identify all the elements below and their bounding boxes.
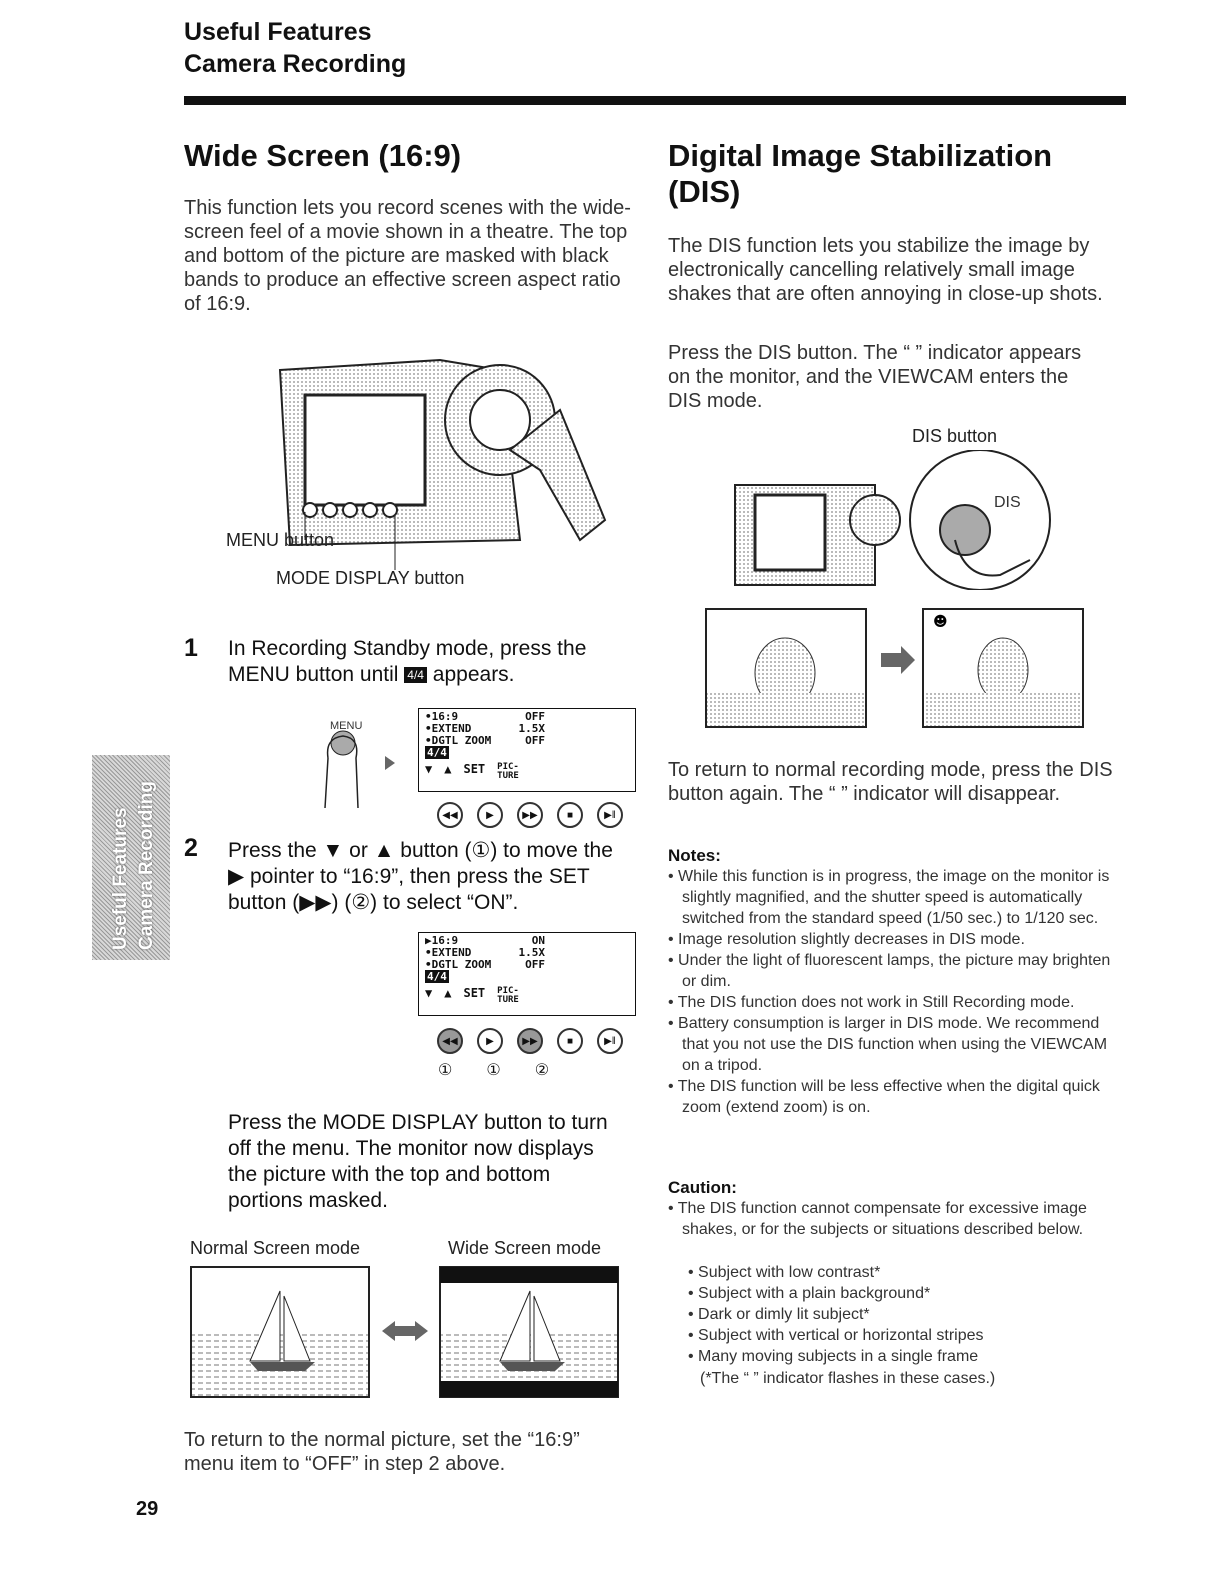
caution-footnote: (*The “ ” indicator flashes in these cas… (700, 1370, 996, 1387)
rewind-icon: ◀◀ (437, 802, 463, 828)
fast-forward-icon: ▶▶ (517, 802, 543, 828)
screen-mode-comparison (190, 1266, 619, 1398)
page-number: 29 (136, 1498, 159, 1520)
caution-sublist: Subject with low contrast* Subject with … (688, 1262, 1118, 1367)
dis-title: Digital Image Stabilization (DIS) (668, 138, 1053, 209)
notes-list: While this function is in progress, the … (668, 866, 1124, 1118)
lcd2-row3-label: •DGTL ZOOM (425, 958, 492, 971)
control-buttons-1: ◀◀ ▶ ▶▶ ■ ▶‖ (437, 802, 623, 828)
mode-display-instruction: Press the MODE DISPLAY button to turn of… (228, 1111, 608, 1212)
stop-icon: ■ (557, 802, 583, 828)
finger-labels: ① ① ② (438, 1060, 549, 1080)
dis-comparison-pictures: ☻ (705, 608, 1084, 728)
caution-item: The DIS function cannot compensate for e… (668, 1198, 1124, 1240)
subsection-title: Camera Recording (184, 50, 407, 78)
note-item: While this function is in progress, the … (668, 866, 1124, 929)
lcd1-row2-label: •EXTEND (425, 722, 472, 735)
side-tab-line2: Camera Recording (136, 781, 157, 950)
wide-screen-intro: This function lets you record scenes wit… (184, 197, 631, 315)
caution-subitem: Dark or dimly lit subject* (688, 1304, 1118, 1325)
dis-camcorder-illustration (734, 450, 1051, 590)
lcd2-pic1: PIC- (497, 986, 519, 996)
normal-screen-picture (190, 1266, 370, 1398)
finger-label-3: ② (534, 1062, 550, 1079)
double-arrow-icon (382, 1321, 428, 1341)
lcd2-set: SET (463, 986, 486, 1000)
lcd1-row3-label: •DGTL ZOOM (425, 734, 492, 747)
dis-return-text: To return to normal recording mode, pres… (668, 759, 1113, 805)
lcd2-row1-value: ON (531, 934, 545, 947)
lcd1-row1-label: •16:9 (425, 710, 459, 723)
caution-subitem: Subject with vertical or horizontal stri… (688, 1325, 1118, 1346)
lcd2-page-icon: 4/4 (425, 970, 449, 983)
dis-intro: The DIS function lets you stabilize the … (668, 235, 1103, 305)
caution-list: The DIS function cannot compensate for e… (668, 1198, 1124, 1240)
section-title: Useful Features (184, 18, 372, 46)
caution-heading: Caution: (668, 1178, 737, 1197)
step-1-text-a: In Recording Standby mode, press the MEN… (228, 637, 587, 686)
step-2-text: Press the ▼ or ▲ button (①) to move the … (228, 839, 613, 914)
finger-press-illustration (324, 730, 395, 809)
dis-button-label: DIS button (912, 426, 998, 446)
note-item: Image resolution slightly decreases in D… (668, 929, 1124, 950)
lcd2-up-arrow: ▲ (444, 986, 452, 1000)
dis-press-text: Press the DIS button. The “ ” indicator … (668, 342, 1082, 412)
wide-screen-picture (439, 1266, 619, 1398)
pause-icon: ▶‖ (597, 802, 623, 828)
camcorder-illustration (278, 358, 607, 570)
wide-screen-title: Wide Screen (16:9) (184, 138, 462, 173)
normal-screen-label: Normal Screen mode (190, 1238, 361, 1258)
note-item: The DIS function does not work in Still … (668, 992, 1124, 1013)
side-tab: Useful Features Camera Recording (92, 755, 170, 960)
notes-heading: Notes: (668, 846, 721, 865)
mode-display-button-label: MODE DISPLAY button (276, 568, 465, 588)
fast-forward-icon: ▶▶ (517, 1028, 543, 1054)
lcd1-pic1: PIC- (497, 762, 519, 772)
lcd2-pic2: TURE (497, 995, 519, 1005)
caution-subitem: Subject with low contrast* (688, 1262, 1118, 1283)
lcd2-down-arrow: ▼ (425, 986, 433, 1000)
dis-tag-label: DIS (994, 494, 1021, 511)
note-item: Battery consumption is larger in DIS mod… (668, 1013, 1124, 1076)
wide-screen-label: Wide Screen mode (448, 1238, 602, 1258)
lcd1-down-arrow: ▼ (425, 762, 433, 776)
caution-subitem: Subject with a plain background* (688, 1283, 1118, 1304)
lcd1-row2-value: 1.5X (518, 722, 546, 735)
arrow-right-icon (881, 646, 915, 674)
lcd2-row1-label: ▶16:9 (425, 934, 459, 947)
step-2-number: 2 (184, 834, 198, 862)
step-1-number: 1 (184, 634, 198, 662)
lcd1-row1-value: OFF (525, 710, 545, 723)
lcd1-row3-value: OFF (525, 734, 545, 747)
header-rule (184, 96, 1126, 105)
pause-icon: ▶‖ (597, 1028, 623, 1054)
rewind-icon: ◀◀ (437, 1028, 463, 1054)
lcd1-pic2: TURE (497, 771, 519, 781)
step-1-text: In Recording Standby mode, press the MEN… (228, 636, 628, 688)
lcd2-row2-value: 1.5X (518, 946, 546, 959)
lcd2-row3-value: OFF (525, 958, 545, 971)
finger-label-1: ① (438, 1062, 453, 1079)
note-item: The DIS function will be less effective … (668, 1076, 1124, 1118)
stop-icon: ■ (557, 1028, 583, 1054)
lcd1-page-icon: 4/4 (425, 746, 449, 759)
wide-return-text: To return to the normal picture, set the… (184, 1429, 580, 1475)
menu-button-label: MENU button (226, 530, 335, 550)
play-icon: ▶ (477, 1028, 503, 1054)
control-buttons-2: ◀◀ ▶ ▶▶ ■ ▶‖ (437, 1028, 623, 1054)
side-tab-line1: Useful Features (110, 807, 131, 950)
play-icon: ▶ (477, 802, 503, 828)
menu-page-icon: 4/4 (404, 667, 427, 684)
step-1-text-b: appears. (432, 663, 515, 686)
svg-text:☻: ☻ (933, 614, 948, 630)
finger-label-2: ① (486, 1062, 501, 1079)
menu-small-label: MENU (330, 720, 363, 732)
caution-subitem: Many moving subjects in a single frame (688, 1346, 1118, 1367)
lcd1-set: SET (463, 762, 486, 776)
note-item: Under the light of fluorescent lamps, th… (668, 950, 1124, 992)
lcd2-row2-label: •EXTEND (425, 946, 472, 959)
lcd1-up-arrow: ▲ (444, 762, 452, 776)
